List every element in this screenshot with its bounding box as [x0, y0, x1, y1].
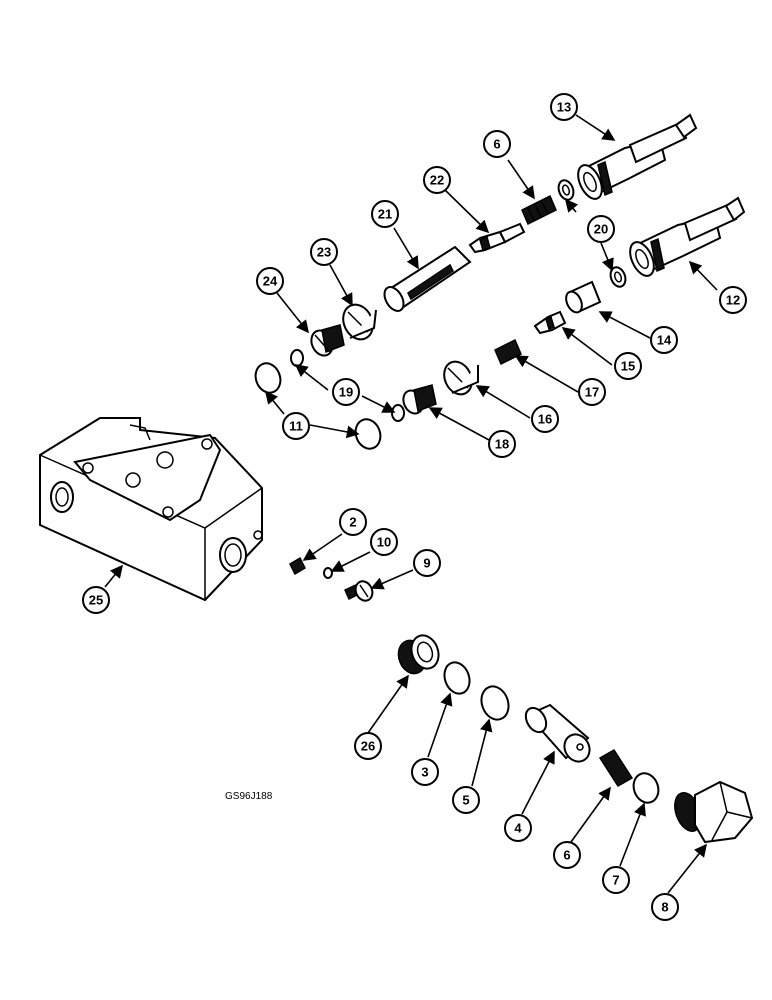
svg-text:18: 18: [495, 437, 509, 452]
set-screw-part-2: [289, 556, 306, 576]
nut-part-23: [342, 303, 377, 341]
callout-18: 18: [488, 430, 516, 458]
callout-20: 20: [587, 215, 615, 243]
sleeve-part-21: [383, 245, 472, 312]
callout-23: 23: [310, 238, 338, 266]
leader-lines: [104, 114, 718, 894]
callout-19: 19: [332, 378, 360, 406]
svg-text:20: 20: [594, 222, 608, 237]
svg-text:12: 12: [726, 293, 740, 308]
svg-text:25: 25: [89, 593, 103, 608]
svg-text:17: 17: [585, 385, 599, 400]
poppet-part-4: [524, 703, 591, 763]
svg-text:6: 6: [563, 848, 570, 863]
svg-text:11: 11: [289, 419, 303, 434]
svg-text:8: 8: [661, 900, 668, 915]
plug-part-18: [402, 384, 437, 415]
callout-17: 17: [578, 378, 606, 406]
spring-part-6-upper: [521, 194, 557, 226]
svg-text:24: 24: [263, 274, 278, 289]
fitting-part-13: [577, 113, 698, 200]
callout-13: 13: [550, 93, 578, 121]
svg-text:15: 15: [621, 359, 635, 374]
callout-21: 21: [371, 200, 399, 228]
svg-text:19: 19: [339, 385, 353, 400]
svg-text:6: 6: [493, 137, 500, 152]
valve-body-part-25: [39, 417, 263, 602]
svg-text:9: 9: [423, 556, 430, 571]
o-ring-part-3: [443, 661, 471, 695]
svg-text:3: 3: [421, 765, 428, 780]
seal-part-10: [323, 567, 333, 579]
callout-8: 8: [651, 893, 679, 921]
plug-part-26: [397, 634, 440, 675]
hex-plug-part-8: [674, 780, 754, 844]
svg-text:16: 16: [538, 412, 552, 427]
callout-5: 5: [452, 786, 480, 814]
needle-part-22: [468, 222, 526, 254]
pin-part-15: [533, 310, 567, 335]
callout-22: 22: [423, 166, 451, 194]
o-ring-part-5: [480, 685, 510, 721]
callout-2: 2: [339, 508, 367, 536]
svg-text:4: 4: [514, 821, 522, 836]
callout-24: 24: [256, 267, 284, 295]
svg-text:13: 13: [557, 100, 571, 115]
drawing-code: GS96J188: [225, 791, 273, 802]
svg-text:5: 5: [462, 793, 469, 808]
svg-text:26: 26: [361, 739, 375, 754]
svg-text:2: 2: [349, 515, 356, 530]
callout-9: 9: [413, 549, 441, 577]
plug-part-24: [310, 324, 345, 357]
callout-12: 12: [719, 286, 747, 314]
svg-text:23: 23: [317, 245, 331, 260]
o-ring-part-11: [254, 362, 382, 450]
svg-text:14: 14: [657, 333, 672, 348]
callout-16: 16: [531, 405, 559, 433]
callout-10: 10: [370, 528, 398, 556]
washer-part-20: [557, 179, 627, 288]
callout-25: 25: [82, 586, 110, 614]
svg-text:7: 7: [612, 873, 619, 888]
callout-15: 15: [614, 352, 642, 380]
callout-14: 14: [650, 326, 678, 354]
svg-text:22: 22: [430, 173, 444, 188]
callout-6-lower: 6: [553, 841, 581, 869]
callout-4: 4: [504, 814, 532, 842]
spring-part-6-lower: [598, 748, 634, 788]
spring-part-17: [494, 338, 522, 366]
fitting-part-12: [629, 196, 746, 277]
callout-26: 26: [354, 732, 382, 760]
o-ring-part-7: [632, 772, 660, 804]
cap-part-14: [565, 280, 602, 314]
svg-text:10: 10: [377, 535, 391, 550]
callout-3: 3: [411, 758, 439, 786]
callout-6-upper: 6: [483, 130, 511, 158]
svg-text:21: 21: [378, 207, 392, 222]
nut-part-16: [443, 360, 479, 396]
screw-part-9: [344, 580, 374, 602]
callout-11: 11: [282, 412, 310, 440]
callout-7: 7: [602, 866, 630, 894]
